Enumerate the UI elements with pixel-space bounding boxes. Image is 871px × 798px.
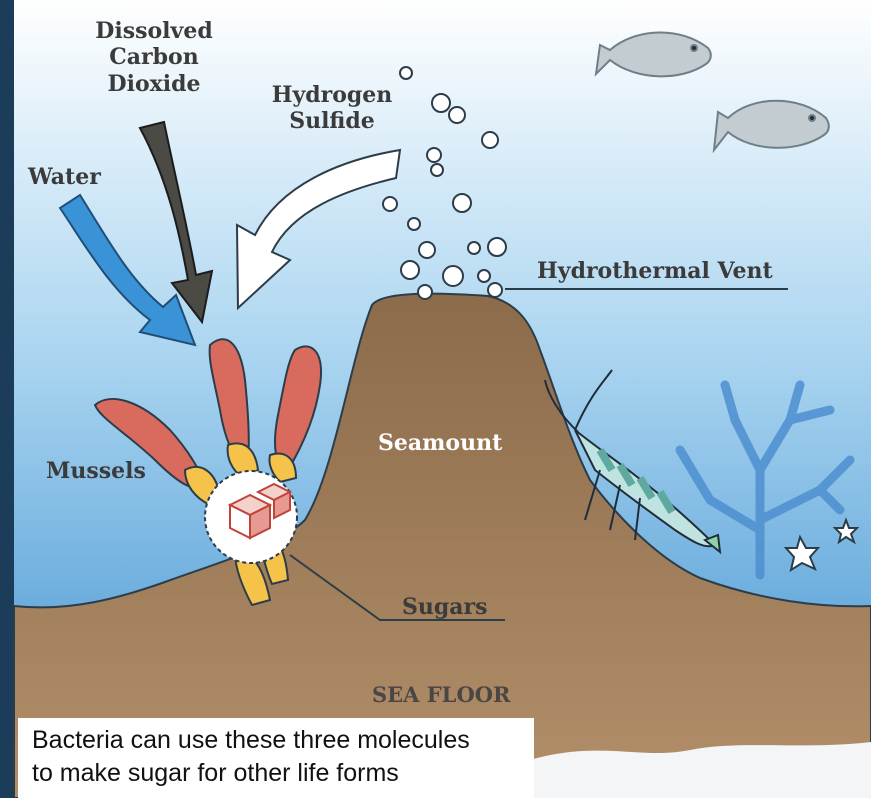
label-dissolved-co2-line2: Carbon [88,44,220,70]
label-mussels: Mussels [46,458,146,484]
label-dissolved-co2: Dissolved Carbon Dioxide [88,18,220,97]
label-sea-floor: SEA FLOOR [372,682,511,707]
label-dissolved-co2-line3: Dioxide [88,71,220,97]
caption-line-2: to make sugar for other life forms [18,757,534,790]
label-water: Water [28,164,101,190]
label-dissolved-co2-line1: Dissolved [88,18,220,44]
sugar-cube-icon [205,471,297,563]
label-hydrogen-sulfide-line1: Hydrogen [256,82,408,108]
label-hydrogen-sulfide-line2: Sulfide [256,108,408,134]
caption-line-1: Bacteria can use these three molecules [18,718,534,757]
label-hydrothermal-vent: Hydrothermal Vent [537,258,773,284]
label-hydrogen-sulfide: Hydrogen Sulfide [256,82,408,135]
label-sugars: Sugars [402,594,488,620]
label-seamount: Seamount [378,430,502,456]
caption-box: Bacteria can use these three molecules t… [18,718,534,798]
